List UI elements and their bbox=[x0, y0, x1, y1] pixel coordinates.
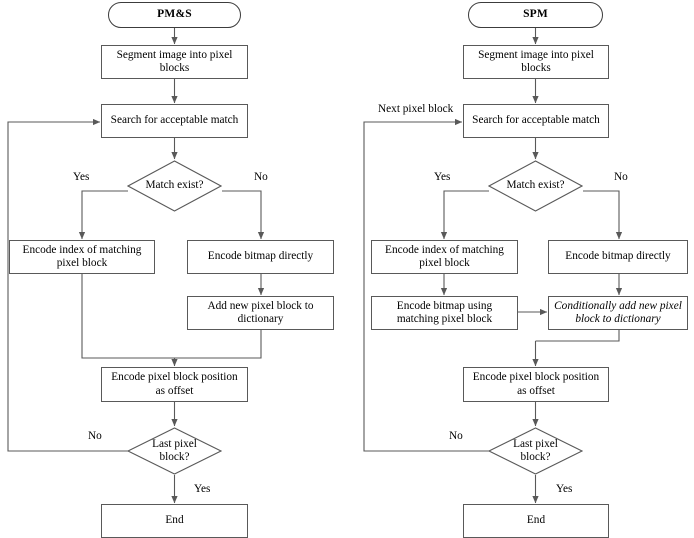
right-start-terminator: SPM bbox=[468, 2, 603, 28]
right-node-end-label: End bbox=[526, 514, 546, 527]
left-decision-match-exist: Match exist? bbox=[127, 160, 222, 212]
left-node-search: Search for acceptable match bbox=[101, 104, 248, 138]
right-decision-match-shape bbox=[488, 160, 583, 212]
left-node-encode-offset: Encode pixel block position as offset bbox=[101, 367, 248, 402]
left-node-segment: Segment image into pixel blocks bbox=[101, 45, 248, 79]
right-node-search-label: Search for acceptable match bbox=[472, 114, 600, 127]
right-node-segment: Segment image into pixel blocks bbox=[463, 45, 609, 79]
left-decision-last-label: Last pixel block? bbox=[152, 437, 197, 463]
right-edge-label-match-yes: Yes bbox=[434, 171, 451, 183]
left-node-add-block-label: Add new pixel block to dictionary bbox=[207, 299, 314, 325]
right-decision-last-shape bbox=[488, 427, 583, 475]
right-node-encode-offset: Encode pixel block position as offset bbox=[463, 367, 609, 402]
left-node-encode-index-label: Encode index of matching pixel block bbox=[22, 243, 142, 269]
left-node-encode-offset-label: Encode pixel block position as offset bbox=[111, 371, 238, 397]
left-node-segment-label: Segment image into pixel blocks bbox=[116, 48, 233, 74]
right-decision-match-label: Match exist? bbox=[506, 179, 565, 192]
left-decision-last-shape bbox=[127, 427, 222, 475]
right-node-encode-bitmap-label: Encode bitmap directly bbox=[565, 250, 671, 263]
right-node-encode-using: Encode bitmap using matching pixel block bbox=[371, 296, 518, 330]
right-node-end: End bbox=[463, 504, 609, 538]
right-node-encode-offset-label: Encode pixel block position as offset bbox=[472, 371, 600, 397]
left-start-terminator: PM&S bbox=[108, 2, 241, 28]
left-node-encode-index: Encode index of matching pixel block bbox=[9, 240, 155, 274]
right-decision-last-label: Last pixel block? bbox=[513, 437, 558, 463]
right-node-segment-label: Segment image into pixel blocks bbox=[478, 48, 594, 74]
left-decision-last-block: Last pixel block? bbox=[127, 427, 222, 475]
left-edge-label-last-yes: Yes bbox=[194, 483, 211, 495]
left-node-end: End bbox=[101, 504, 248, 538]
right-decision-match-exist: Match exist? bbox=[488, 160, 583, 212]
left-node-end-label: End bbox=[165, 514, 184, 527]
right-node-conditional-add: Conditionally add new pixel block to dic… bbox=[548, 296, 688, 330]
left-edge-label-match-yes: Yes bbox=[73, 171, 90, 183]
left-node-encode-bitmap-label: Encode bitmap directly bbox=[207, 250, 314, 263]
right-node-encode-bitmap: Encode bitmap directly bbox=[548, 240, 688, 274]
right-node-conditional-add-label: Conditionally add new pixel block to dic… bbox=[554, 299, 682, 325]
left-decision-match-label: Match exist? bbox=[145, 179, 204, 192]
right-node-encode-index-label: Encode index of matching pixel block bbox=[385, 243, 504, 269]
left-edge-label-last-no: No bbox=[88, 430, 102, 442]
right-edge-label-match-no: No bbox=[614, 171, 628, 183]
right-node-encode-index: Encode index of matching pixel block bbox=[371, 240, 518, 274]
left-edge-label-match-no: No bbox=[254, 171, 268, 183]
right-node-encode-using-label: Encode bitmap using matching pixel block bbox=[396, 299, 493, 325]
left-node-encode-bitmap: Encode bitmap directly bbox=[187, 240, 334, 274]
left-node-search-label: Search for acceptable match bbox=[110, 114, 239, 127]
left-decision-match-shape bbox=[127, 160, 222, 212]
right-node-search: Search for acceptable match bbox=[463, 104, 609, 138]
right-edge-label-last-no: No bbox=[449, 430, 463, 442]
right-decision-last-block: Last pixel block? bbox=[488, 427, 583, 475]
right-edge-label-last-yes: Yes bbox=[556, 483, 573, 495]
left-node-add-block: Add new pixel block to dictionary bbox=[187, 296, 334, 330]
left-start-label: PM&S bbox=[157, 8, 192, 21]
right-start-label: SPM bbox=[523, 8, 548, 21]
right-edge-label-feedback: Next pixel block bbox=[378, 103, 454, 115]
